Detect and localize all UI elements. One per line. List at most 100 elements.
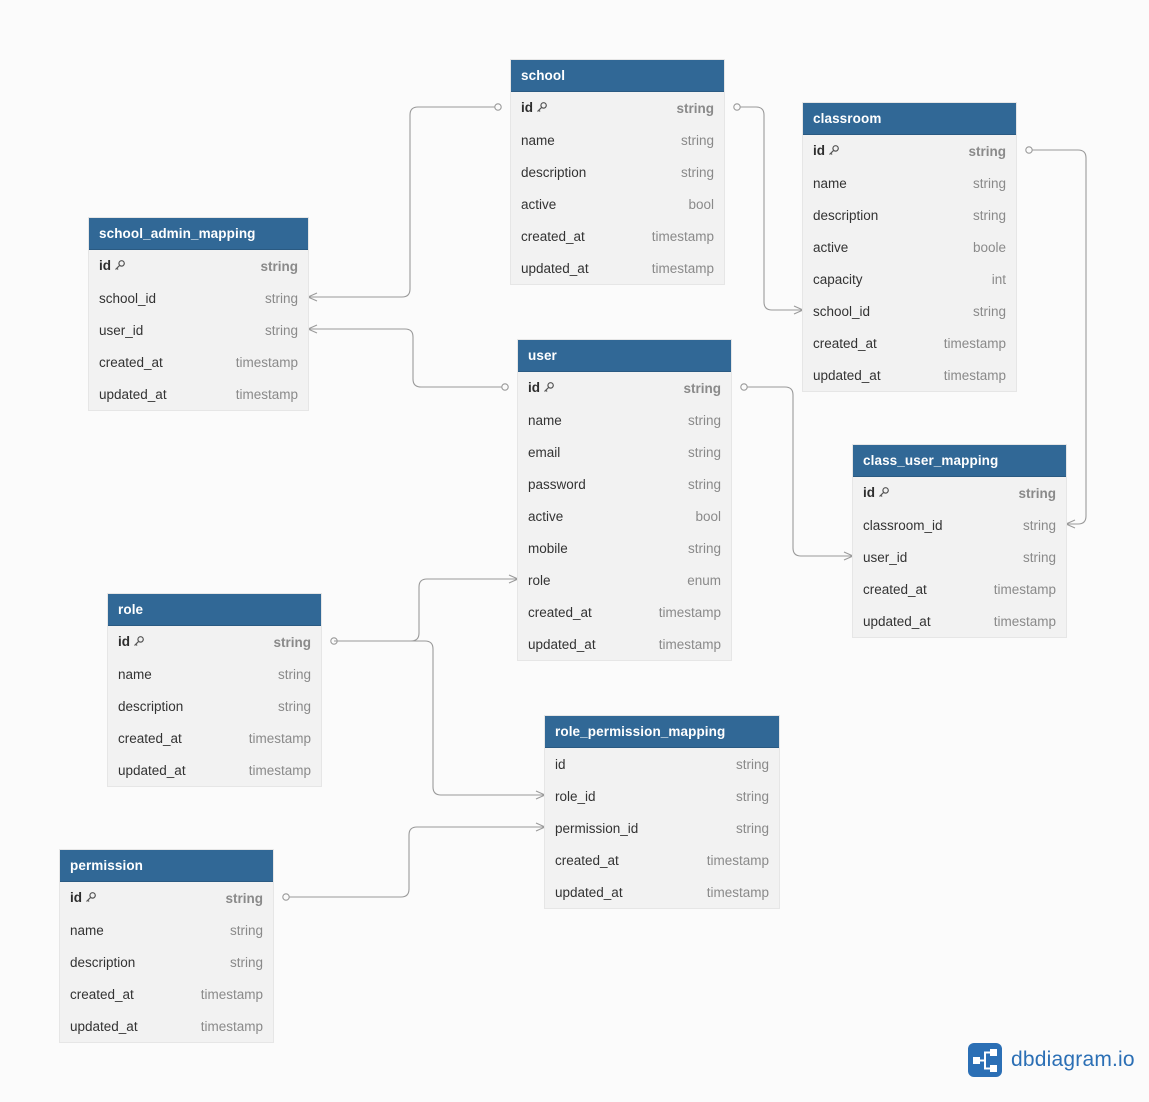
table-header[interactable]: permission: [60, 850, 273, 882]
primary-key-icon: [85, 891, 97, 906]
table-header[interactable]: user: [518, 340, 731, 372]
field-type: timestamp: [651, 228, 714, 244]
dbdiagram-brand[interactable]: dbdiagram.io: [968, 1043, 1135, 1077]
primary-key-icon: [114, 259, 126, 274]
field-name: id: [813, 143, 825, 158]
field-name: id: [118, 634, 130, 649]
many-end-marker: [307, 292, 318, 302]
field-type: string: [687, 412, 721, 428]
field-type: string: [680, 132, 714, 148]
field-type: timestamp: [706, 884, 769, 900]
field-row[interactable]: description string: [803, 199, 1016, 231]
relation-school-classroom: [733, 103, 804, 315]
field-type: timestamp: [943, 367, 1006, 383]
field-type: timestamp: [658, 604, 721, 620]
table-header[interactable]: role: [108, 594, 321, 626]
field-name: role_id: [555, 788, 596, 804]
field-name: description: [70, 954, 136, 970]
field-name: password: [528, 476, 586, 492]
field-type: string: [680, 164, 714, 180]
field-name: classroom_id: [863, 517, 943, 533]
table-header[interactable]: school: [511, 60, 724, 92]
relation-user-school-admin-mapping: [307, 324, 509, 391]
field-name: description: [813, 207, 879, 223]
table-header[interactable]: school_admin_mapping: [89, 218, 308, 250]
primary-key-icon: [536, 101, 548, 116]
field-name: description: [118, 698, 184, 714]
brand-name: dbdiagram.io: [1011, 1048, 1135, 1071]
field-row[interactable]: name string: [518, 404, 731, 436]
table-header[interactable]: role_permission_mapping: [545, 716, 779, 748]
table-header[interactable]: class_user_mapping: [853, 445, 1066, 477]
field-name: mobile: [528, 540, 568, 556]
field-type: timestamp: [200, 986, 263, 1002]
field-name-wrap: id: [70, 890, 97, 906]
field-name: updated_at: [118, 762, 186, 778]
primary-key-icon: [543, 381, 555, 396]
field-type: string: [972, 207, 1006, 223]
many-end-marker: [535, 822, 546, 832]
field-name: name: [528, 412, 562, 428]
connector-line: [334, 640, 545, 796]
one-end-marker: [733, 103, 741, 111]
field-name: created_at: [555, 852, 619, 868]
field-type: timestamp: [658, 636, 721, 652]
one-end-marker: [494, 103, 502, 111]
table-header[interactable]: classroom: [803, 103, 1016, 135]
